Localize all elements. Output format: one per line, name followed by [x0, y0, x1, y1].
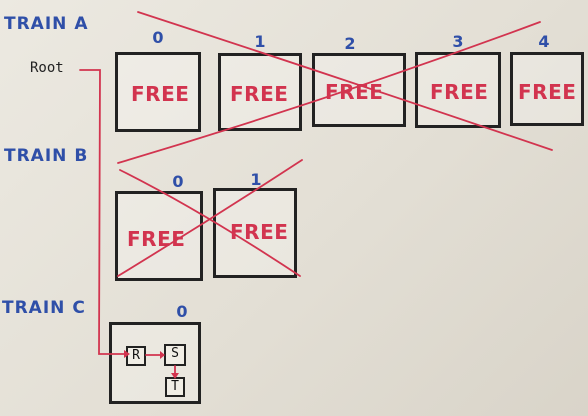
- train-a-car-4-index: 4: [538, 32, 550, 51]
- object-t: T: [165, 377, 185, 397]
- train-a-car-1-index: 1: [254, 32, 266, 51]
- train-c-car-0: [109, 322, 201, 404]
- train-a-car-3-index: 3: [452, 32, 464, 51]
- train-b-car-0-index: 0: [172, 172, 184, 191]
- train-b-car-1-text: FREE: [230, 220, 289, 244]
- object-s: S: [164, 344, 186, 366]
- train-b-label: TRAIN B: [4, 146, 89, 166]
- train-c-label: TRAIN C: [2, 298, 86, 318]
- train-a-label: TRAIN A: [4, 14, 89, 34]
- train-a-car-4-text: FREE: [518, 80, 577, 104]
- train-a-car-3-text: FREE: [430, 80, 489, 104]
- root-label: Root: [30, 60, 64, 76]
- train-a-car-0-text: FREE: [131, 82, 190, 106]
- train-a-car-2-text: FREE: [325, 80, 384, 104]
- train-c-car-0-index: 0: [176, 302, 188, 321]
- train-a-car-2-index: 2: [344, 34, 356, 53]
- train-a-car-0-index: 0: [152, 28, 164, 47]
- object-r: R: [126, 346, 146, 366]
- train-a-car-1-text: FREE: [230, 82, 289, 106]
- train-b-car-1-index: 1: [250, 170, 262, 189]
- train-b-car-0-text: FREE: [127, 227, 186, 251]
